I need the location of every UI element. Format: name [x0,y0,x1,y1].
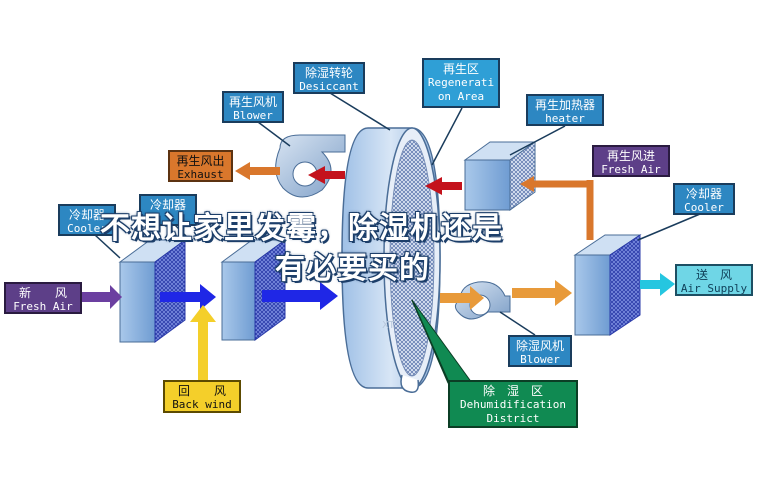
label-cooler-right-en: Cooler [684,201,724,214]
label-fresh-air-in: 再生风进 Fresh Air [592,145,670,177]
label-regen-area-en2: on Area [437,90,485,103]
label-blower-bottom: 除湿风机 Blower [508,335,572,367]
cooler-left-icon [118,239,187,343]
overlay-title-line1: 不想让家里发霉，除湿机还是 [100,211,503,246]
label-desiccant: 除湿转轮 Desiccant [293,62,365,94]
label-blower-top-zh: 再生风机 [228,95,277,109]
label-blower-bottom-en: Blower [520,353,560,366]
label-regen-area-zh: 再生区 [442,62,479,76]
label-cooler-right: 冷却器 Cooler [673,183,735,215]
label-heater-en: heater [545,112,585,125]
label-heater: 再生加热器 heater [526,94,604,126]
dry-air-arrow-2 [512,280,572,306]
label-blower-bottom-zh: 除湿风机 [515,339,564,353]
label-dehum-district: 除 湿 区 Dehumidification District [448,380,578,428]
fresh-regen-arrow [530,180,594,240]
supply-arrow [640,273,675,296]
arrows [80,162,675,380]
label-fresh-air-in-zh: 再生风进 [606,149,655,163]
heater-icon [463,141,537,211]
label-dehum-district-en2: District [486,412,540,425]
process-arrow-2 [262,282,338,310]
label-desiccant-en: Desiccant [299,80,359,93]
dry-air-arrow-1 [440,286,484,310]
label-dehum-district-zh: 除 湿 区 [482,384,543,398]
regen-blower-icon [275,134,346,198]
label-back-wind: 回 风 Back wind [163,380,241,413]
watermark-text: XT [382,320,396,331]
cooler-right-icon [573,234,642,336]
label-air-supply: 送 风 Air Supply [675,264,753,296]
label-dehum-district-en1: Dehumidification [460,398,566,411]
label-cooler-left: 冷却器 Cooler [58,204,116,236]
label-air-supply-zh: 送 风 [695,268,732,282]
label-regen-area-en1: Regenerati [427,76,495,89]
label-exhaust: 再生风出 Exhaust [168,150,233,182]
label-fresh-air-en: Fresh Air [13,300,73,313]
label-cooler-right-zh: 冷却器 [685,187,722,201]
label-cooler-left-en: Cooler [67,222,107,235]
label-exhaust-en: Exhaust [177,168,224,181]
label-exhaust-zh: 再生风出 [176,154,225,168]
label-fresh-air-in-en: Fresh Air [601,163,661,176]
desiccant-wheel-icon [341,127,441,393]
label-desiccant-zh: 除湿转轮 [304,66,353,80]
label-heater-zh: 再生加热器 [534,98,595,112]
label-back-wind-en: Back wind [172,398,232,411]
label-regen-area: 再生区 Regenerati on Area [422,58,500,108]
fresh-air-arrow [80,285,122,309]
label-cooler-mid-zh: 冷却器 [149,198,186,212]
regen-arrow-top [308,166,345,184]
label-blower-top: 再生风机 Blower [222,91,284,123]
overlay-title-line2: 有必要买的 [275,251,430,286]
regen-arrow-heater [425,177,462,195]
back-wind-arrow [190,305,216,380]
label-fresh-air: 新 风 Fresh Air [4,282,82,314]
label-blower-top-en: Blower [233,109,273,122]
label-cooler-mid: 冷却器 [139,194,197,226]
label-air-supply-en: Air Supply [680,282,748,295]
label-cooler-left-zh: 冷却器 [68,208,105,222]
exhaust-arrow [235,162,280,180]
label-fresh-air-zh: 新 风 [18,286,67,300]
process-arrow-1 [160,284,216,310]
label-back-wind-zh: 回 风 [177,384,226,398]
